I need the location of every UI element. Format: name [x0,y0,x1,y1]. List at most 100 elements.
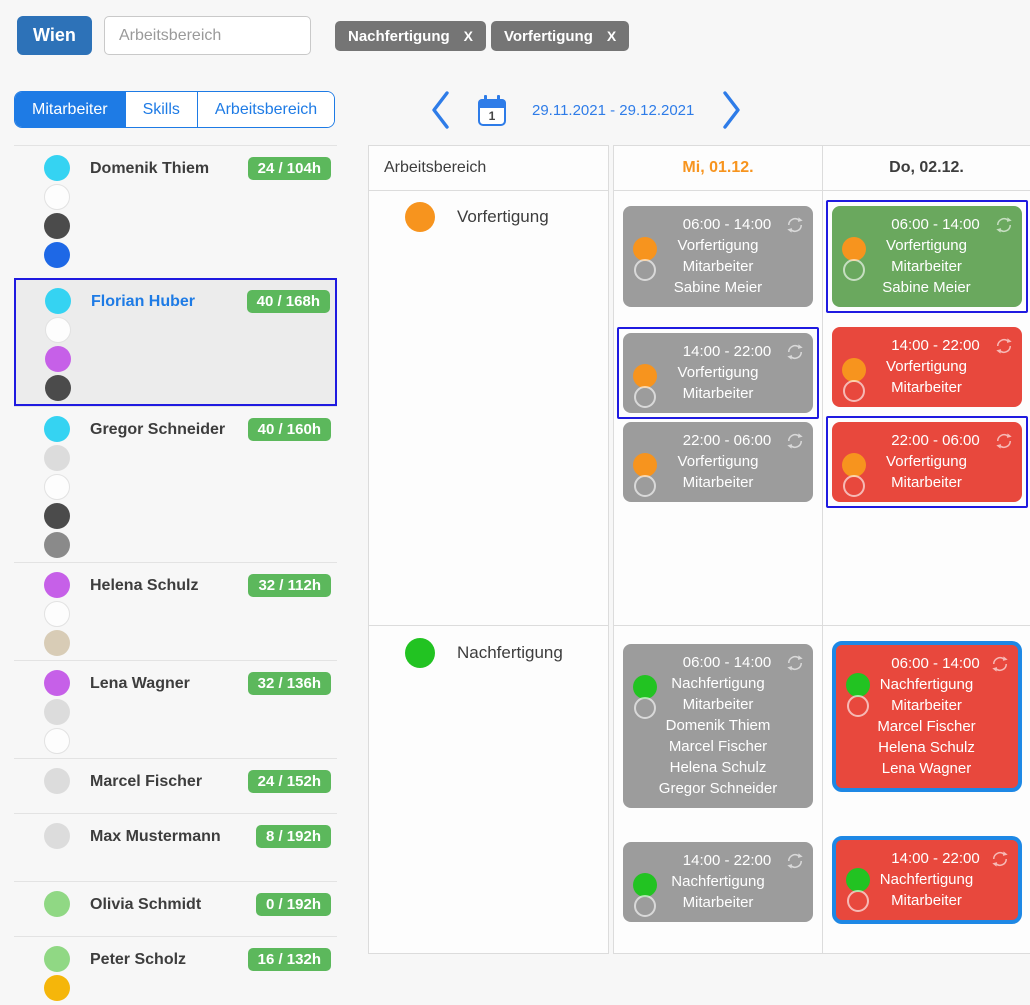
shift-time: 06:00 - 14:00 [682,654,772,671]
shift-card-nachfertigung-do-1400[interactable]: 14:00 - 22:00 Nachfertigung Mitarbeiter [831,836,1022,924]
cell-nachfertigung-do: 06:00 - 14:00 Nachfertigung Mitarbeiter … [823,626,1030,954]
skill-dots [44,416,70,558]
employee-name: Florian Huber [91,293,196,310]
skill-dot-white [45,317,71,343]
selection-outline: 06:00 - 14:00 Vorfertigung Mitarbeiter [825,200,1028,313]
skill-dot-cyan [45,288,71,314]
skill-dots [44,155,70,274]
remove-filter-icon[interactable]: X [606,28,617,44]
shift-time: 06:00 - 14:00 [682,216,772,233]
area-name: Vorfertigung [457,207,549,226]
hours-badge: 0 / 192h [255,893,331,916]
shift-role: Mitarbeiter [682,385,754,402]
shift-card-vorfertigung-mi-1400[interactable]: 14:00 - 22:00 Vorfertigung Mitarbeiter [623,333,813,413]
recurring-shift-icon [787,344,803,360]
assigned-employee: Sabine Meier [673,279,763,296]
shift-role: Mitarbeiter [891,474,962,491]
shift-card-vorfertigung-do-2200[interactable]: 22:00 - 06:00 Vorfertigung Mitarbeiter [831,422,1022,502]
filter-chip-label: Nachfertigung [348,27,450,45]
location-button-wien[interactable]: Wien [17,16,92,55]
role-ring-icon [634,475,656,497]
area-dot-icon [841,453,866,477]
calendar-tab [484,94,487,102]
skill-dot-lightgray [44,768,70,794]
shift-area: Vorfertigung [677,453,759,470]
arbeitsbereich-search-input[interactable] [104,16,311,55]
shift-card-vorfertigung-mi-0600[interactable]: 06:00 - 14:00 Vorfertigung Mitarbeiter S… [623,206,813,307]
skill-dots [45,288,71,401]
skill-dot-violet [45,346,71,372]
recurring-shift-icon [995,433,1012,449]
employee-row-lena-wagner[interactable]: Lena Wagner 32 / 136h [14,660,337,758]
day-header-mi: Mi, 01.12. [614,146,822,191]
area-dot-icon [841,358,866,382]
recurring-shift-icon [995,217,1012,233]
employee-name: Domenik Thiem [90,160,210,177]
day-header-do: Do, 02.12. [823,146,1030,191]
role-ring-icon [634,259,656,281]
area-name: Nachfertigung [457,643,563,662]
employee-row-helena-schulz[interactable]: Helena Schulz 32 / 112h [14,562,337,660]
prev-period-button[interactable] [428,89,452,131]
employee-name: Olivia Schmidt [90,896,202,913]
assigned-employee: Helena Schulz [878,739,975,756]
area-color-dot-nachfertigung [405,638,435,668]
employee-row-florian-huber[interactable]: Florian Huber 40 / 168h [14,278,337,406]
skill-dots [44,891,70,932]
shift-area: Vorfertigung [886,237,967,254]
next-period-button[interactable] [720,89,744,131]
employee-row-marcel-fischer[interactable]: Marcel Fischer 24 / 152h [14,758,337,813]
employee-row-gregor-schneider[interactable]: Gregor Schneider 40 / 160h [14,406,337,562]
shift-time: 22:00 - 06:00 [891,432,980,449]
shift-card-vorfertigung-do-1400[interactable]: 14:00 - 22:00 Vorfertigung Mitarbeiter [831,327,1022,407]
area-dot-icon [633,675,657,699]
area-dot-icon [633,453,657,477]
shift-card-nachfertigung-do-0600[interactable]: 06:00 - 14:00 Nachfertigung Mitarbeiter … [831,641,1022,792]
filter-chip-label: Vorfertigung [504,27,593,45]
tab-mitarbeiter[interactable]: Mitarbeiter [15,92,126,127]
employee-row-peter-scholz[interactable]: Peter Scholz 16 / 132h [14,936,337,1005]
shift-time: 14:00 - 22:00 [891,850,980,867]
skill-dot-gray [44,532,70,558]
day-column-mi-01-12: Mi, 01.12. 06:00 - 14:00 Vorfertigun [614,146,822,953]
date-range-label: 29.11.2021 - 29.12.2021 [532,101,695,119]
shift-role: Mitarbeiter [682,474,754,491]
tab-skills[interactable]: Skills [125,92,198,127]
role-ring-icon [842,380,865,402]
hours-badge: 8 / 192h [255,825,331,848]
day-column-do-02-12: Do, 02.12. 06:00 - 14:00 [822,146,1030,953]
skill-dot-lightgreen [44,946,70,972]
tab-arbeitsbereich[interactable]: Arbeitsbereich [197,92,335,127]
selection-outline: 14:00 - 22:00 Vorfertigung Mitarbeiter [617,327,819,419]
filter-chip-vorfertigung[interactable]: Vorfertigung X [491,21,630,51]
calendar-icon[interactable]: 1 [478,94,506,126]
recurring-shift-icon [991,851,1008,867]
area-dot-icon [841,237,866,261]
area-dot-icon [633,364,657,388]
shift-role: Mitarbeiter [682,696,754,713]
shift-card-nachfertigung-mi-1400[interactable]: 14:00 - 22:00 Nachfertigung Mitarbeiter [623,842,813,922]
shift-card-nachfertigung-mi-0600[interactable]: 06:00 - 14:00 Nachfertigung Mitarbeiter … [623,644,813,808]
remove-filter-icon[interactable]: X [463,28,474,44]
shift-area: Vorfertigung [677,237,759,254]
skill-dot-tan [44,630,70,656]
employee-row-domenik-thiem[interactable]: Domenik Thiem 24 / 104h [14,145,337,278]
employee-row-max-mustermann[interactable]: Max Mustermann 8 / 192h [14,813,337,881]
employee-row-olivia-schmidt[interactable]: Olivia Schmidt 0 / 192h [14,881,337,936]
assigned-employee: Domenik Thiem [665,717,771,734]
area-dot-icon [633,237,657,261]
skill-dots [44,670,70,754]
skill-dot-violet [44,670,70,696]
arbeitsbereich-column: Arbeitsbereich Vorfertigung Nachfertigun… [368,145,609,954]
employee-name: Max Mustermann [90,828,221,845]
skill-dot-dark [44,503,70,529]
employee-name: Gregor Schneider [90,421,226,438]
hours-badge: 24 / 152h [247,770,331,793]
shift-card-vorfertigung-mi-2200[interactable]: 22:00 - 06:00 Vorfertigung Mitarbeiter [623,422,813,502]
skill-dot-white [44,474,70,500]
shift-area: Nachfertigung [879,871,974,888]
shift-card-vorfertigung-do-0600[interactable]: 06:00 - 14:00 Vorfertigung Mitarbeiter [831,206,1022,307]
hours-badge: 32 / 112h [248,574,331,597]
filter-chip-nachfertigung[interactable]: Nachfertigung X [335,21,487,51]
shift-time: 22:00 - 06:00 [682,432,772,449]
